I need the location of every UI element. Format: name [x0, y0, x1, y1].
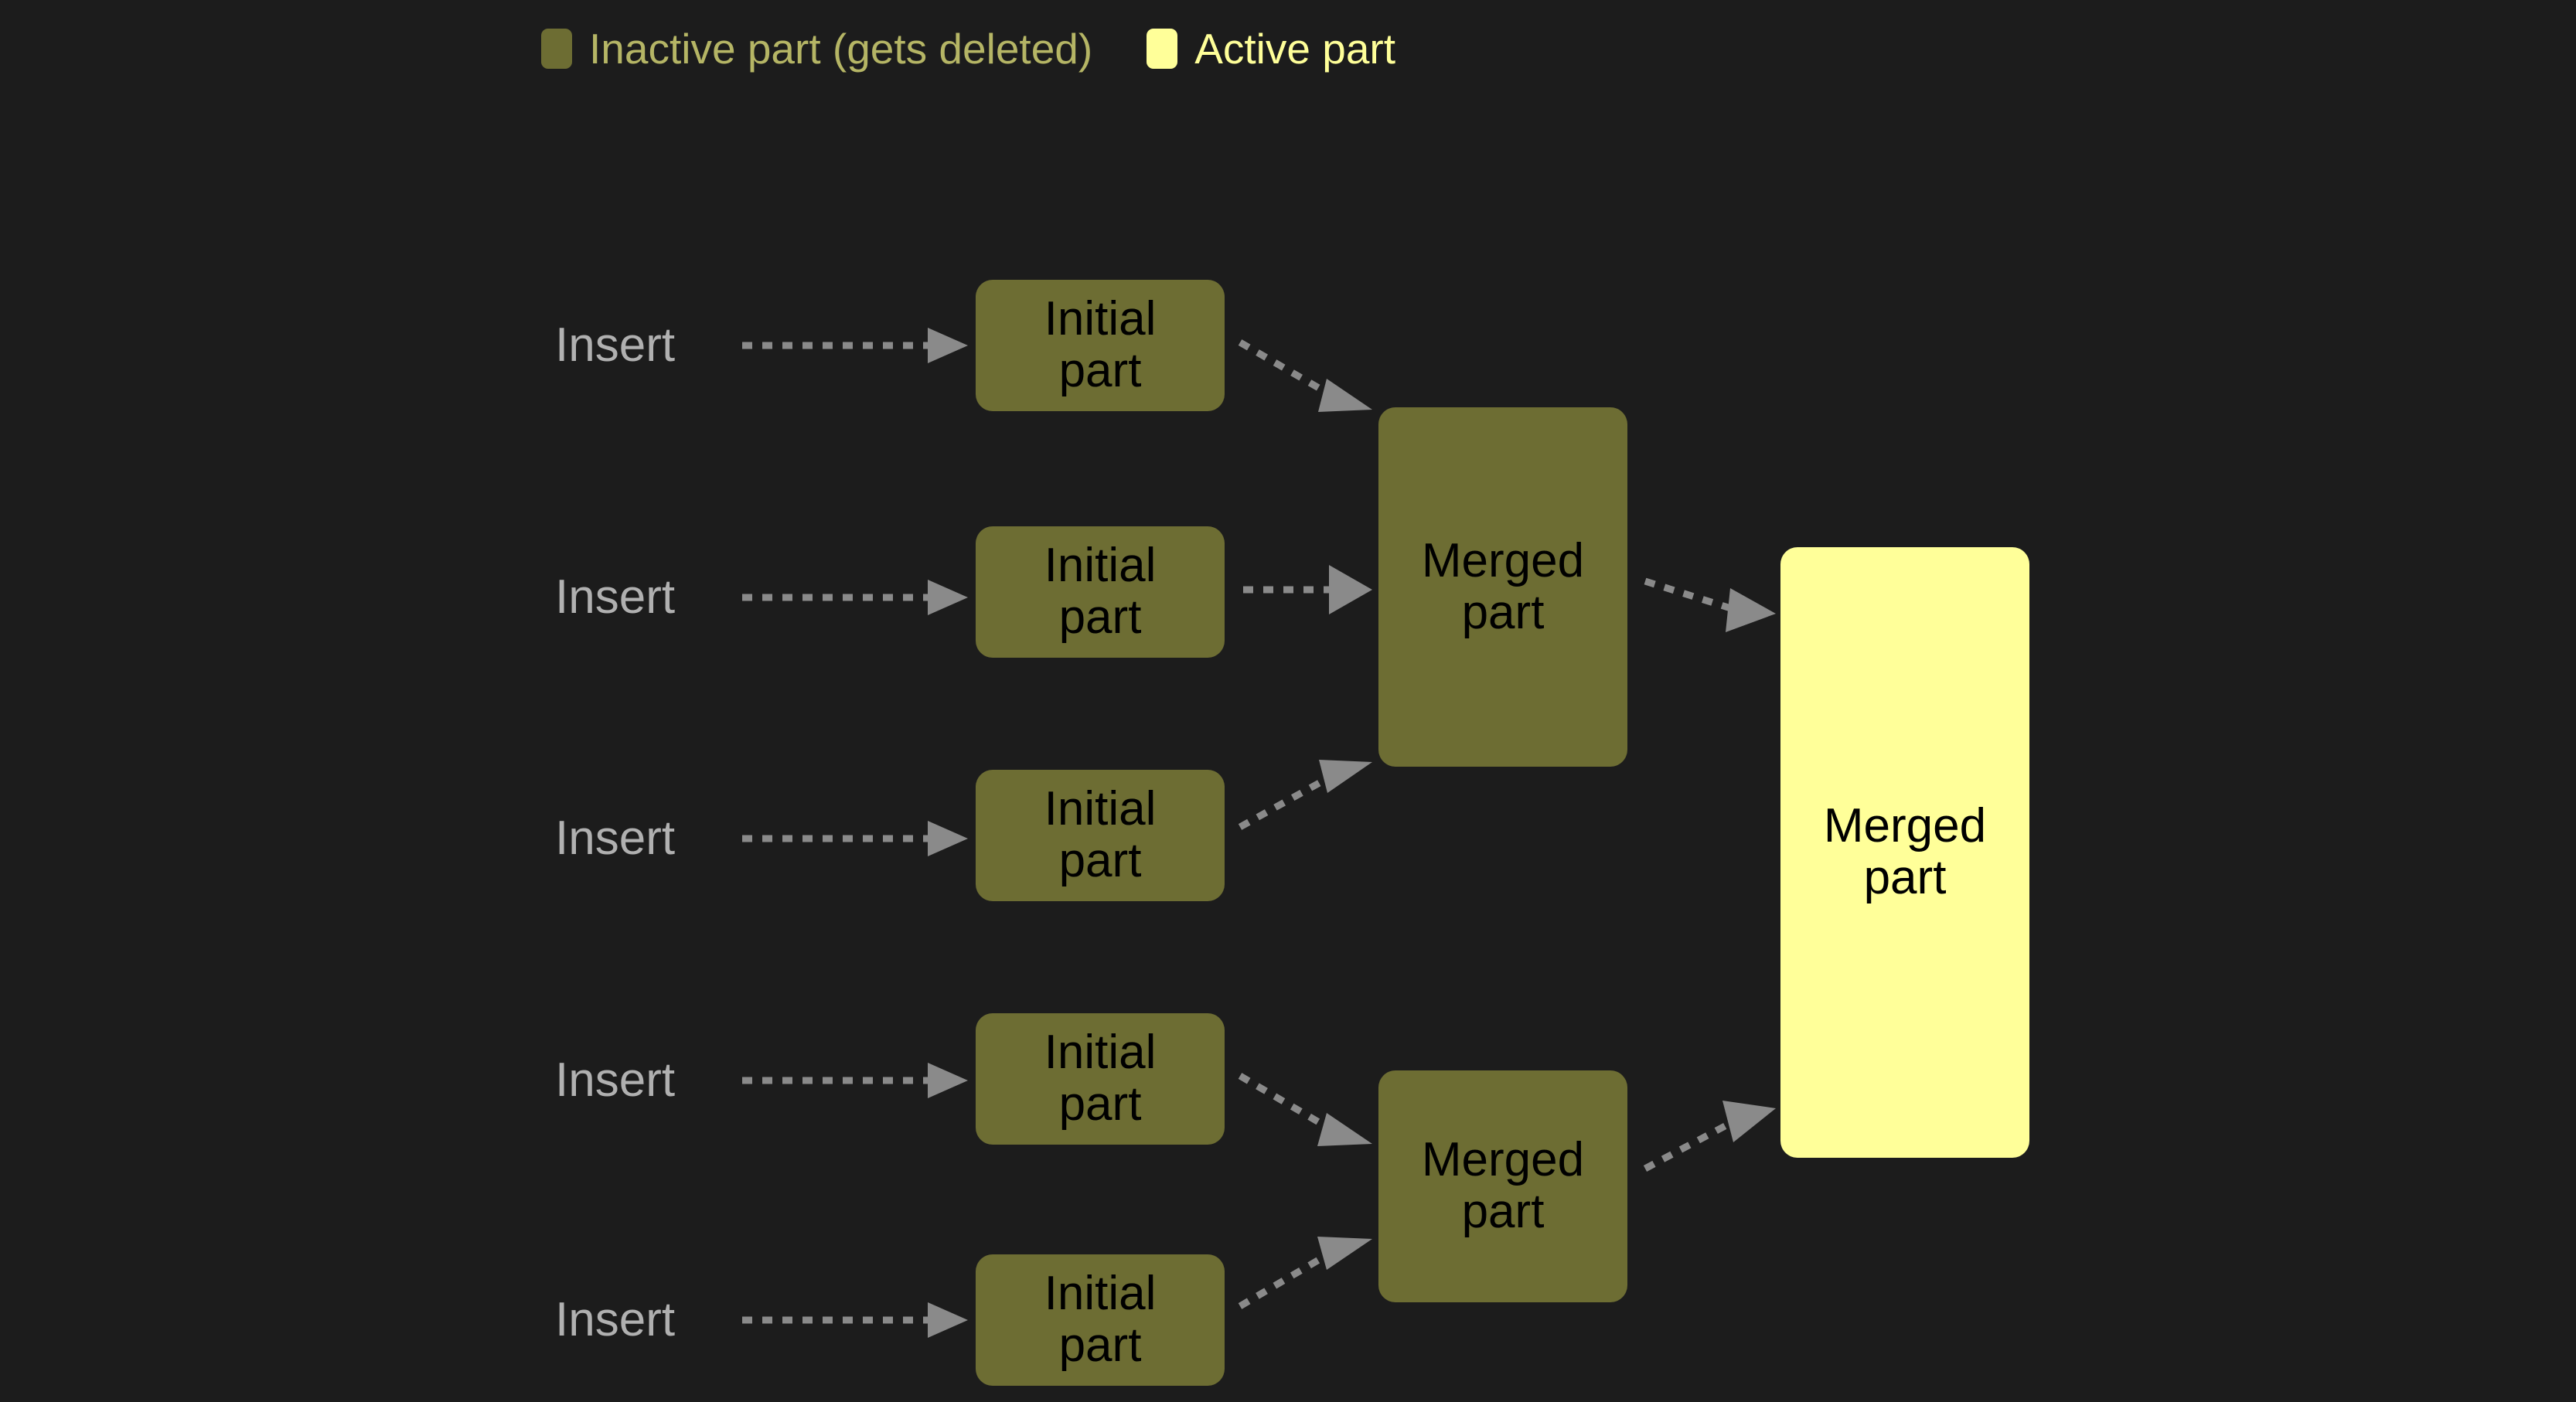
insert-label-4: Insert	[555, 1053, 676, 1107]
arrow-insert-to-initial-3	[742, 821, 968, 856]
legend-item-active: Active part	[1147, 24, 1396, 73]
insert-label-3: Insert	[555, 812, 676, 865]
legend-swatch-inactive-icon	[541, 29, 572, 69]
arrow-insert-to-initial-4	[742, 1063, 968, 1098]
insert-label-1: Insert	[555, 318, 676, 372]
legend-label-active: Active part	[1194, 24, 1396, 73]
arrow-initial-3-to-merged-1	[1238, 760, 1372, 830]
legend-item-inactive: Inactive part (gets deleted)	[541, 24, 1093, 73]
arrow-initial-4-to-merged-2	[1238, 1073, 1372, 1146]
arrow-initial-2-to-merged-1	[1243, 565, 1372, 614]
arrow-merged-2-to-final	[1643, 1101, 1776, 1172]
insert-label-2: Insert	[555, 570, 676, 624]
legend: Inactive part (gets deleted) Active part	[541, 22, 1395, 76]
insert-label-5: Insert	[555, 1293, 676, 1346]
arrow-insert-to-initial-5	[742, 1302, 968, 1338]
legend-label-inactive: Inactive part (gets deleted)	[589, 24, 1093, 73]
arrow-insert-to-initial-1	[742, 328, 968, 363]
arrow-merged-1-to-final	[1644, 577, 1776, 632]
arrow-insert-to-initial-2	[742, 580, 968, 615]
arrow-initial-1-to-merged-1	[1238, 339, 1372, 412]
arrow-initial-5-to-merged-2	[1238, 1237, 1372, 1309]
legend-swatch-active-icon	[1147, 29, 1178, 69]
